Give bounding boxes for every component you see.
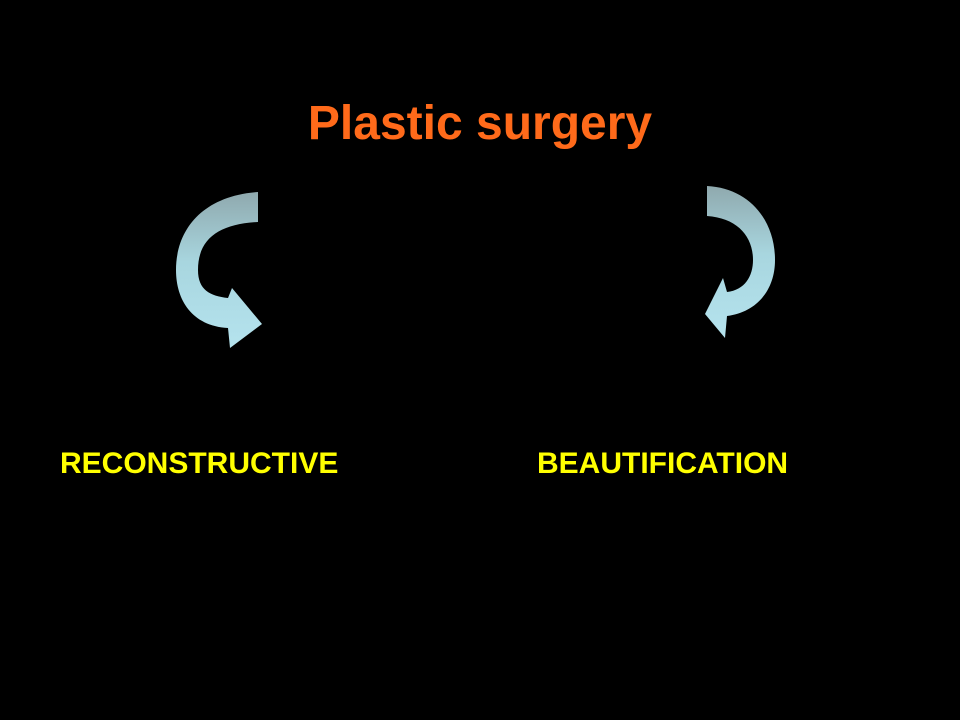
branch-label-reconstructive: RECONSTRUCTIVE xyxy=(60,447,339,480)
branch-label-beautification: BEAUTIFICATION xyxy=(537,447,789,480)
curved-arrow-down-right-icon xyxy=(176,192,262,348)
curved-arrow-down-left-icon xyxy=(705,186,775,338)
slide-title: Plastic surgery xyxy=(307,97,653,150)
